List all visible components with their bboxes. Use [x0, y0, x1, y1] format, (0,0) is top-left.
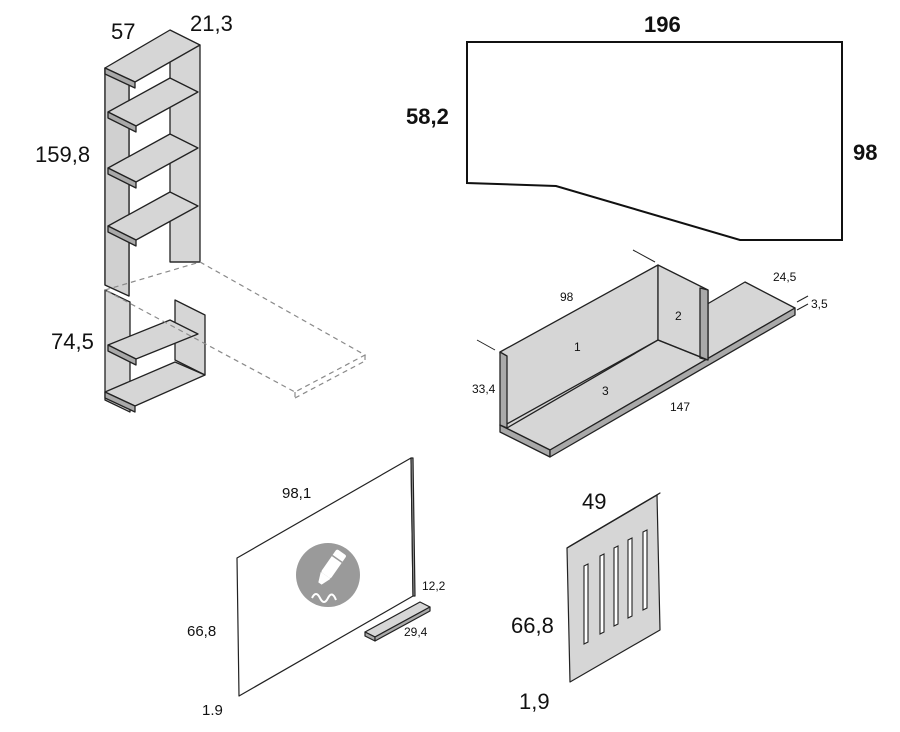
whiteboard-tray-depth-label: 12,2 — [422, 579, 446, 593]
bookcase-shelf-2-edge — [107, 167, 137, 189]
whiteboard-thickness-label: 1.9 — [202, 702, 223, 719]
slotted-panel-height-label: 66,8 — [511, 613, 554, 638]
shelf-unit-bottom-length-label: 147 — [670, 400, 691, 414]
desktop-dashed-outline — [103, 261, 367, 399]
slotted-panel-edge — [566, 492, 661, 549]
shelf-unit-dimension-ticks — [476, 249, 809, 351]
shelf-unit-left-panel — [499, 351, 508, 429]
shelf-unit-thickness-label: 3,5 — [811, 297, 828, 311]
bookcase-shelf-3-edge — [107, 225, 137, 247]
slotted-panel-width-label: 49 — [582, 489, 607, 514]
whiteboard-edge — [410, 457, 416, 597]
desk-cabinet-bottom-edge — [104, 391, 136, 413]
shelf-unit-panel-3-label: 3 — [602, 384, 609, 398]
whiteboard-tray-length-label: 29,4 — [404, 625, 428, 639]
slotted-panel-thickness-label: 1,9 — [519, 689, 550, 714]
slotted-panel-slot-lines — [583, 529, 648, 645]
whiteboard-height-label: 66,8 — [187, 623, 217, 640]
desk-height-label: 74,5 — [51, 329, 94, 354]
whiteboard-tray-lip — [374, 606, 431, 642]
bookcase-width-label: 57 — [111, 19, 136, 44]
bookcase-height-label: 159,8 — [35, 142, 91, 167]
desk-cabinet-shelf-edge — [107, 344, 137, 366]
shelf-unit-right-depth-label: 24,5 — [773, 270, 797, 284]
shelf-unit-panel-2-label: 2 — [675, 309, 682, 323]
desktop-left-depth-label: 58,2 — [406, 104, 449, 129]
shelf-unit-drawing — [499, 264, 796, 458]
shelf-unit-bottom-edge-end — [549, 307, 796, 458]
shelf-unit-side-panel-edge — [699, 287, 709, 361]
desk-cabinet-drawing — [104, 289, 206, 413]
bookcase-depth-label: 21,3 — [190, 11, 233, 36]
bookcase-drawing — [104, 29, 201, 297]
whiteboard-width-label: 98,1 — [282, 485, 312, 502]
shelf-unit-length-label: 98 — [560, 290, 574, 304]
desktop-right-depth-label: 98 — [853, 140, 878, 165]
bookcase-top-edge — [104, 67, 136, 89]
desktop-width-label: 196 — [644, 12, 681, 37]
desktop-top-view-outline — [466, 41, 843, 241]
bookcase-shelf-1-edge — [107, 111, 137, 133]
marker-pen-icon — [296, 543, 360, 607]
shelf-unit-height-label: 33,4 — [472, 382, 496, 396]
shelf-unit-panel-1-label: 1 — [574, 340, 581, 354]
